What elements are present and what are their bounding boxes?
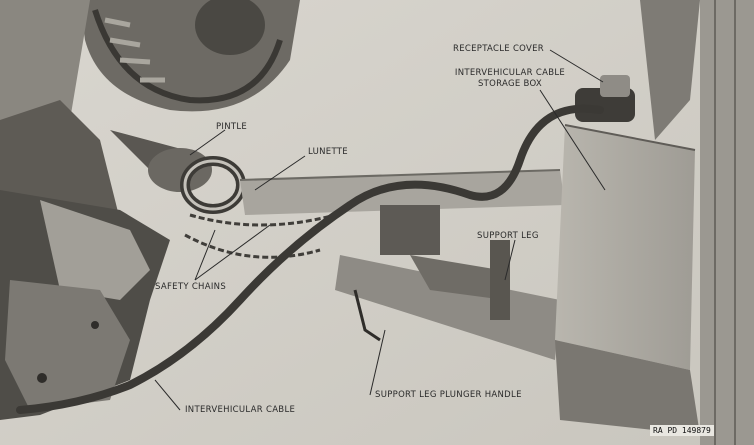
receptacle [575, 75, 635, 122]
label-safety-chains: SAFETY CHAINS [155, 282, 227, 292]
storage-box [555, 124, 700, 435]
trailer-side [640, 0, 754, 445]
intervehicular-cable [16, 104, 604, 414]
label-receptacle-cover: RECEPTACLE COVER [453, 44, 545, 54]
safety-chains [184, 213, 336, 259]
drawbar [239, 169, 565, 360]
label-lunette: LUNETTE [308, 147, 348, 157]
tow-vehicle-structure [0, 0, 190, 420]
support-leg [353, 205, 510, 342]
label-storage-box-line1: INTERVEHICULAR CABLE [454, 68, 566, 78]
tire [80, 0, 300, 112]
leader-lines [154, 49, 606, 411]
plate-number: RA PD 149879 [650, 425, 714, 436]
label-support-leg: SUPPORT LEG [477, 231, 539, 241]
label-storage-box-line2: STORAGE BOX [477, 79, 543, 89]
label-intervehicular-cable: INTERVEHICULAR CABLE [185, 405, 296, 415]
label-pintle: PINTLE [216, 122, 248, 132]
label-support-leg-plunger-handle: SUPPORT LEG PLUNGER HANDLE [375, 390, 522, 400]
